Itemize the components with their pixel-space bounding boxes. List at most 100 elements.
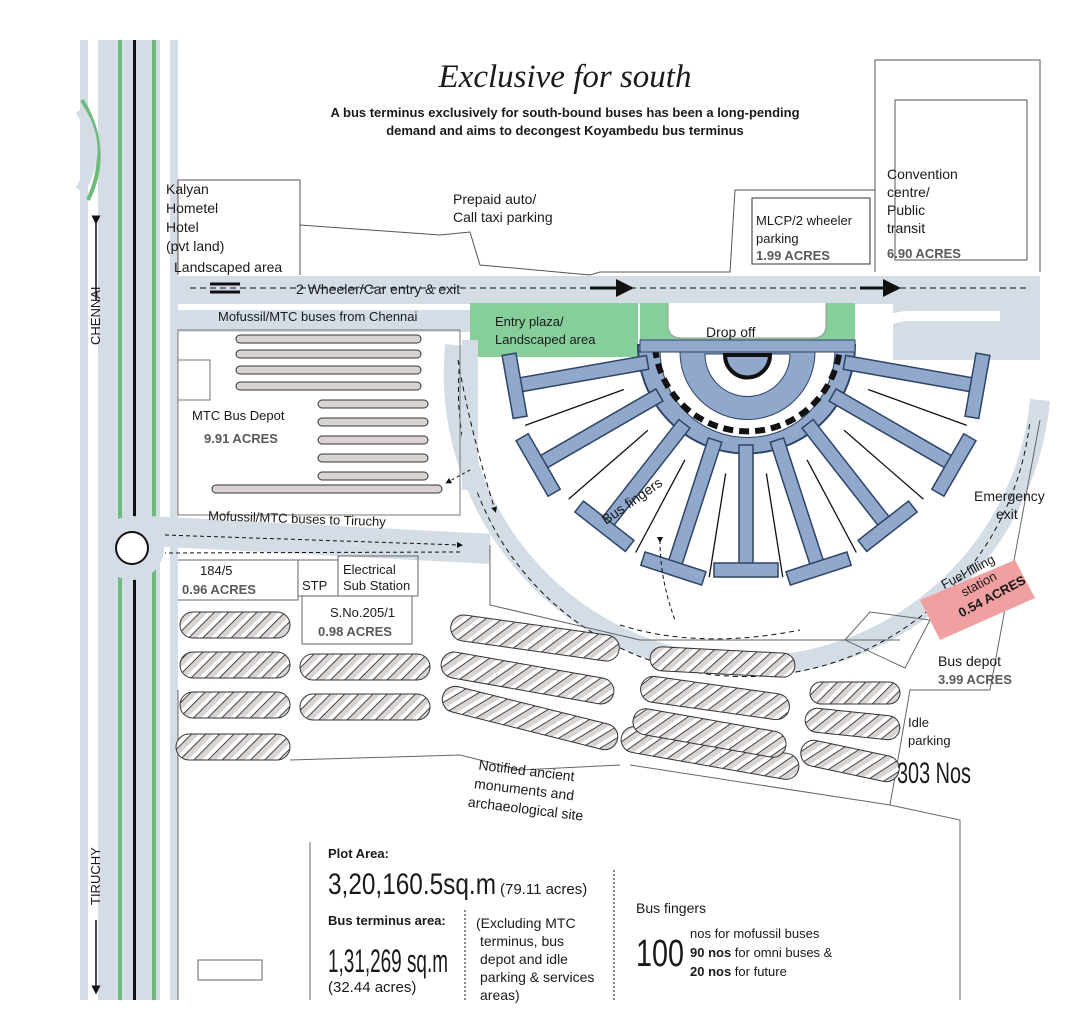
bus-finger xyxy=(515,387,664,498)
finger-arm xyxy=(738,444,754,576)
bus-lane-line xyxy=(524,388,625,426)
bus-finger xyxy=(573,418,692,553)
bus-finger xyxy=(769,436,853,586)
label-entry-plaza-2: Landscaped area xyxy=(495,332,596,347)
label-mtc-depot: MTC Bus Depot xyxy=(192,408,285,423)
finger-arm xyxy=(828,387,963,475)
mtc-bay xyxy=(317,417,429,427)
finger-arm xyxy=(842,354,985,395)
parking-bay xyxy=(299,653,431,681)
fuel-station xyxy=(920,560,1035,640)
bus-lane-line xyxy=(635,459,686,553)
terminus-ring-route xyxy=(457,359,1031,678)
label-emergency-1: Emergency xyxy=(974,488,1045,504)
bus-lane-line xyxy=(806,459,857,553)
bus-lane-line xyxy=(568,429,649,500)
label-bus-depot-area: 3.99 ACRES xyxy=(938,672,1012,687)
mtc-bay xyxy=(317,453,429,463)
subtitle-line2: demand and aims to decongest Koyambedu b… xyxy=(386,123,744,138)
parking-bay xyxy=(450,614,620,662)
label-idle-2: parking xyxy=(908,733,951,748)
label-entry-plaza-1: Entry plaza/ xyxy=(495,314,564,329)
label-convention-2: centre/ xyxy=(887,184,930,200)
subtitle-line1: A bus terminus exclusively for south-bou… xyxy=(330,105,799,120)
inner-road-top xyxy=(170,310,470,332)
label-stp: STP xyxy=(302,578,327,593)
label-convention-1: Convention xyxy=(887,166,958,182)
label-electrical-2: Sub Station xyxy=(343,578,410,593)
entry-plaza xyxy=(470,303,638,357)
label-drop-off: Drop off xyxy=(706,324,756,340)
label-kalyan-1: Kalyan xyxy=(166,181,209,197)
bus-lane-line xyxy=(708,473,727,578)
label-wheeler-entry: 2 Wheeler/Car entry & exit xyxy=(296,281,460,297)
stat-excl-5: areas) xyxy=(480,987,520,1003)
bus-fingers xyxy=(501,352,991,586)
finger-head xyxy=(501,352,528,420)
mtc-bay xyxy=(211,484,443,494)
finger-head xyxy=(785,551,853,586)
mtc-bay xyxy=(235,349,422,359)
label-mofussil-to: Mofussil/MTC buses to Tiruchy xyxy=(208,508,387,529)
mtc-bus-bays xyxy=(211,334,443,494)
finger-head xyxy=(964,352,991,420)
stat-excl-2: terminus, bus xyxy=(480,933,564,949)
bus-lane-line xyxy=(843,429,924,500)
label-idle-count: 303 Nos xyxy=(897,757,971,790)
finger-head xyxy=(573,499,635,553)
label-mlcp-1: MLCP/2 wheeler xyxy=(756,213,853,228)
finger-head xyxy=(713,562,779,578)
parking-bay xyxy=(640,675,790,721)
parking-bay xyxy=(804,707,901,741)
label-convention-area: 6.90 ACRES xyxy=(887,246,961,261)
title: Exclusive for south xyxy=(438,59,692,95)
finger-head xyxy=(515,432,562,498)
finger-head xyxy=(930,432,977,498)
parking-bay xyxy=(440,651,615,705)
mtc-bay xyxy=(317,471,429,481)
stat-fingers-2: 90 nos for omni buses & xyxy=(690,945,833,960)
bus-finger xyxy=(713,444,779,578)
label-mlcp-area: 1.99 ACRES xyxy=(756,248,830,263)
parking-bay xyxy=(649,646,796,678)
label-kalyan-2: Hometel xyxy=(166,200,218,216)
label-landscaped: Landscaped area xyxy=(174,259,282,275)
stat-terminus-label: Bus terminus area: xyxy=(328,913,446,928)
stat-excl-3: depot and idle xyxy=(480,951,568,967)
label-prepaid-1: Prepaid auto/ xyxy=(453,191,536,207)
parking-bay xyxy=(809,681,901,705)
label-kalyan-3: Hotel xyxy=(166,219,199,235)
label-emergency-2: exit xyxy=(996,506,1018,522)
stat-fingers-label: Bus fingers xyxy=(636,900,706,916)
parking-bay xyxy=(441,685,619,751)
finger-arm xyxy=(507,354,650,395)
roundabout xyxy=(100,516,491,580)
label-electrical-1: Electrical xyxy=(343,562,396,577)
parking-bay xyxy=(299,693,431,721)
stat-excl-1: (Excluding MTC xyxy=(476,915,576,931)
label-mofussil-from: Mofussil/MTC buses from Chennai xyxy=(218,309,418,324)
parking-bay xyxy=(632,708,787,758)
parking-bay xyxy=(179,611,291,639)
label-kalyan-4: (pvt land) xyxy=(166,238,224,254)
label-prepaid-2: Call taxi parking xyxy=(453,209,553,225)
mtc-bay xyxy=(317,399,429,409)
bus-finger xyxy=(828,387,977,498)
parking-bay xyxy=(179,651,291,679)
stat-fingers-1: nos for mofussil buses xyxy=(690,926,820,941)
parking-bay xyxy=(175,733,291,761)
stat-plot-area-acres: (79.11 acres) xyxy=(500,881,587,898)
label-sno205-area: 0.98 ACRES xyxy=(318,624,392,639)
bus-finger xyxy=(639,436,723,586)
mtc-bay xyxy=(235,365,422,375)
mtc-bay xyxy=(235,381,422,391)
stat-fingers-3: 20 nos for future xyxy=(690,964,787,979)
bus-lane-line xyxy=(867,388,968,426)
central-terminal xyxy=(636,339,857,455)
finger-head xyxy=(639,551,707,586)
label-184: 184/5 xyxy=(200,563,233,578)
drop-off-loop xyxy=(871,311,1000,363)
parking-bay xyxy=(179,691,291,719)
